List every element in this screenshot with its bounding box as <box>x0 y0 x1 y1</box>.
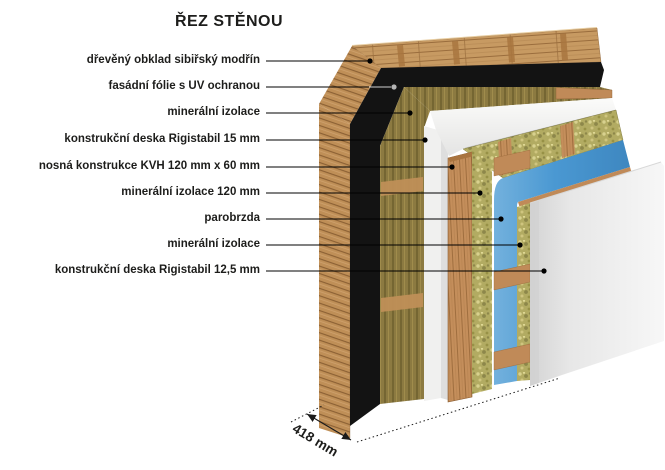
layer-kvh-stud-front <box>447 151 473 403</box>
leader-dot-8 <box>517 242 523 248</box>
layer-label-mineral-insulation-outer: minerální izolace <box>167 106 260 118</box>
layer-label-facade-foil: fasádní fólie s UV ochranou <box>108 80 260 92</box>
leader-dot-2 <box>391 84 397 90</box>
layer-label-rigistabil-15: konstrukční deska Rigistabil 15 mm <box>64 133 260 145</box>
wood-blocking-lower <box>381 293 423 312</box>
leader-lines <box>266 60 544 272</box>
leader-dot-6 <box>477 190 483 196</box>
kvh-stud-in-band-2 <box>560 122 575 158</box>
leader-dot-3 <box>407 110 413 116</box>
layer-label-mineral-insulation-inner: minerální izolace <box>167 238 260 250</box>
layer-rigistabil125-panel <box>530 162 664 386</box>
layer-facade-foil <box>350 62 604 426</box>
rigistabil15-shadow-edge <box>441 131 448 400</box>
layer-rigistabil15-front <box>424 126 441 401</box>
dimension-extension-right <box>356 377 561 443</box>
figure-title: ŘEZ STĚNOU <box>174 13 284 30</box>
layer-label-kvh-structure: nosná konstrukce KVH 120 mm x 60 mm <box>38 160 260 172</box>
layer-rigistabil15-band <box>430 98 616 156</box>
wood-cladding-highlight <box>351 27 598 46</box>
wood-cladding-batten-texture <box>397 33 568 67</box>
layer-label-mineral-insulation-120: minerální izolace 120 mm <box>121 186 260 198</box>
rigistabil125-edge-shadow <box>530 200 539 386</box>
dimension-arrow <box>306 413 352 441</box>
leader-dot-5 <box>449 164 455 170</box>
leader-dot-1 <box>367 58 373 64</box>
layer-label-rigistabil-125: konstrukční deska Rigistabil 12,5 mm <box>54 264 260 276</box>
layer-label-wood-cladding: dřevěný obklad sibiřský modřín <box>86 54 260 66</box>
leader-dot-7 <box>498 216 504 222</box>
leader-dots <box>367 58 547 274</box>
layer-wood-cladding-corner <box>319 46 381 124</box>
leader-dot-4 <box>422 137 428 143</box>
kvh-stud-top <box>448 152 474 162</box>
leader-dot-9 <box>541 268 547 274</box>
dimension-lines <box>290 377 561 443</box>
layer-label-vapour-brake: parobrzda <box>204 212 260 224</box>
wood-blocking-upper <box>381 177 423 196</box>
rigistabil125-top-edge <box>529 161 662 204</box>
